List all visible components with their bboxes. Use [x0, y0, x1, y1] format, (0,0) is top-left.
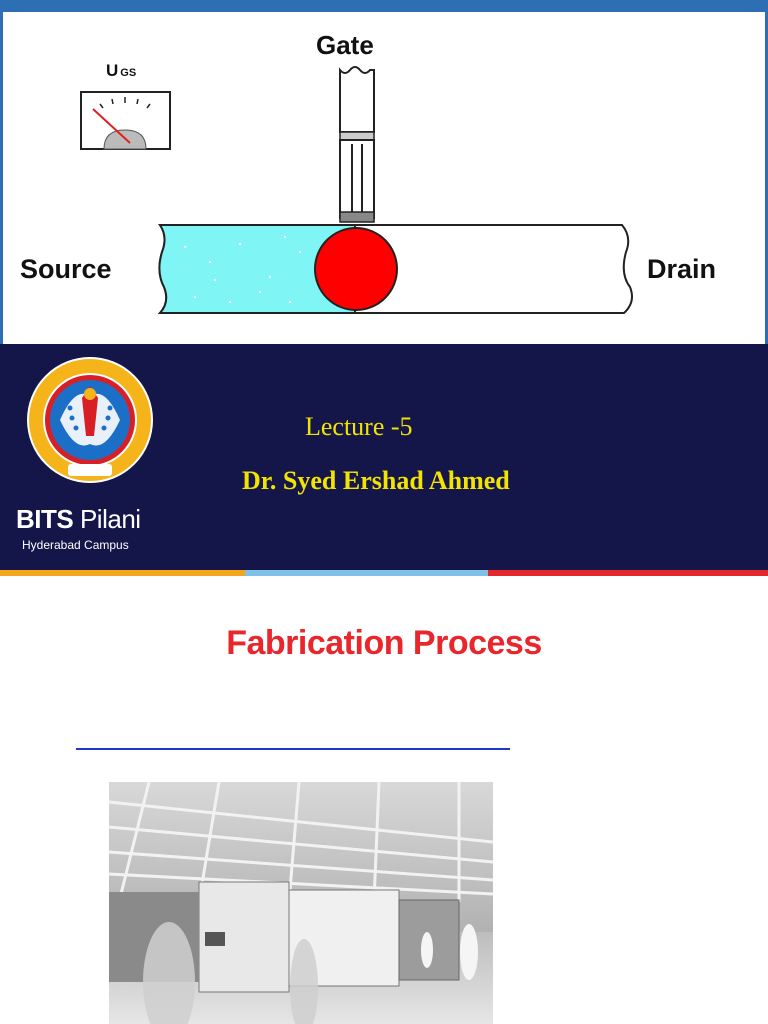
carrier-ball	[314, 227, 398, 311]
slide-title: Fabrication Process	[226, 624, 542, 662]
accent-stripe-blue	[245, 570, 488, 576]
lecture-number: Lecture -5	[305, 412, 413, 441]
brand-name: BITS Pilani	[16, 504, 141, 534]
accent-stripe-red	[488, 570, 768, 576]
top-accent-bar	[0, 0, 768, 12]
gate-label: Gate	[316, 30, 374, 60]
drain-label: Drain	[647, 254, 716, 284]
voltmeter-icon	[80, 91, 171, 150]
campus-name: Hyderabad Campus	[22, 538, 129, 552]
accent-stripe-orange	[0, 570, 245, 576]
hyperlink-underline[interactable]	[76, 748, 510, 750]
gate-electrode	[339, 66, 375, 223]
cleanroom-photo	[109, 782, 493, 1024]
author-name: Dr. Syed Ershad Ahmed	[242, 466, 510, 495]
bits-emblem-logo	[27, 357, 153, 483]
source-label: Source	[20, 254, 112, 284]
